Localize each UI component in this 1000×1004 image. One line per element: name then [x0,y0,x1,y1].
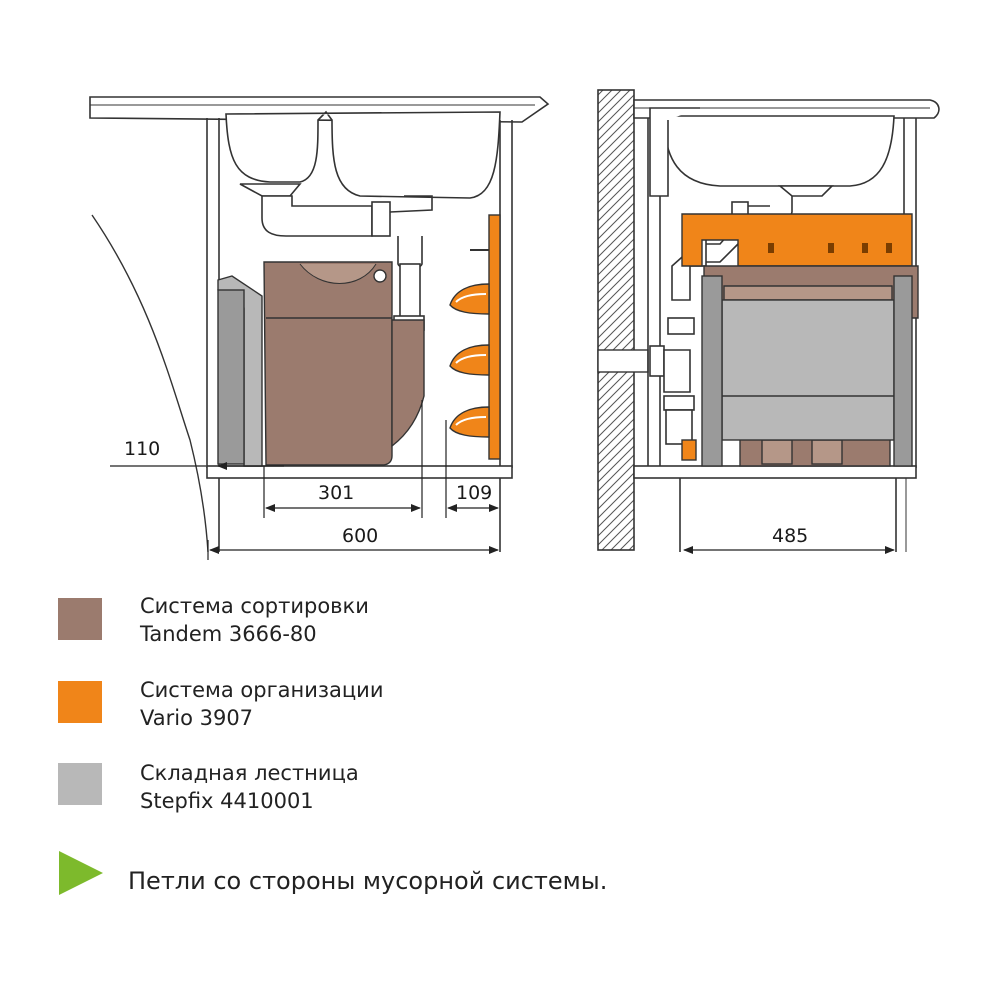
left-sink [225,110,501,199]
legend-swatch-stepfix [58,763,102,805]
right-vario-organizer [681,213,913,461]
dim-label-600: 600 [342,525,378,547]
dim-label-109: 109 [456,482,492,504]
legend-vario-line1: Система организации [140,678,384,702]
legend-stepfix-line2: Stepfix 4410001 [140,789,314,813]
right-cabinet-bottom [633,465,917,479]
legend-swatch-vario [58,681,102,723]
left-vario-organizer [449,214,501,460]
legend-vario-line2: Vario 3907 [140,706,254,730]
hinge-note: Петли со стороны мусорной системы. [128,867,608,895]
dim-label-301: 301 [318,482,354,504]
green-triangle-arrow-icon [59,851,103,895]
left-open-door [91,214,209,553]
right-countertop [633,99,940,119]
right-stepfix [701,275,913,467]
left-stepfix [217,275,263,467]
left-dimension-lines [110,400,499,560]
dim-label-485: 485 [772,525,808,547]
right-wall [597,89,649,551]
legend-item-stepfix: Складная лестница Stepfix 4410001 [140,759,359,815]
legend-stepfix-line1: Складная лестница [140,761,359,785]
legend-item-vario: Система организации Vario 3907 [140,676,383,732]
legend-tandem-line2: Tandem 3666-80 [140,622,317,646]
dim-label-110: 110 [124,438,160,460]
legend-item-tandem: Система сортировки Tandem 3666-80 [140,592,369,648]
left-cabinet-bottom [206,465,513,479]
legend-tandem-line1: Система сортировки [140,594,369,618]
left-drain-pipes [261,195,433,331]
right-sink [649,107,895,197]
legend-swatch-tandem [58,598,102,640]
left-tandem-bin [263,261,425,466]
